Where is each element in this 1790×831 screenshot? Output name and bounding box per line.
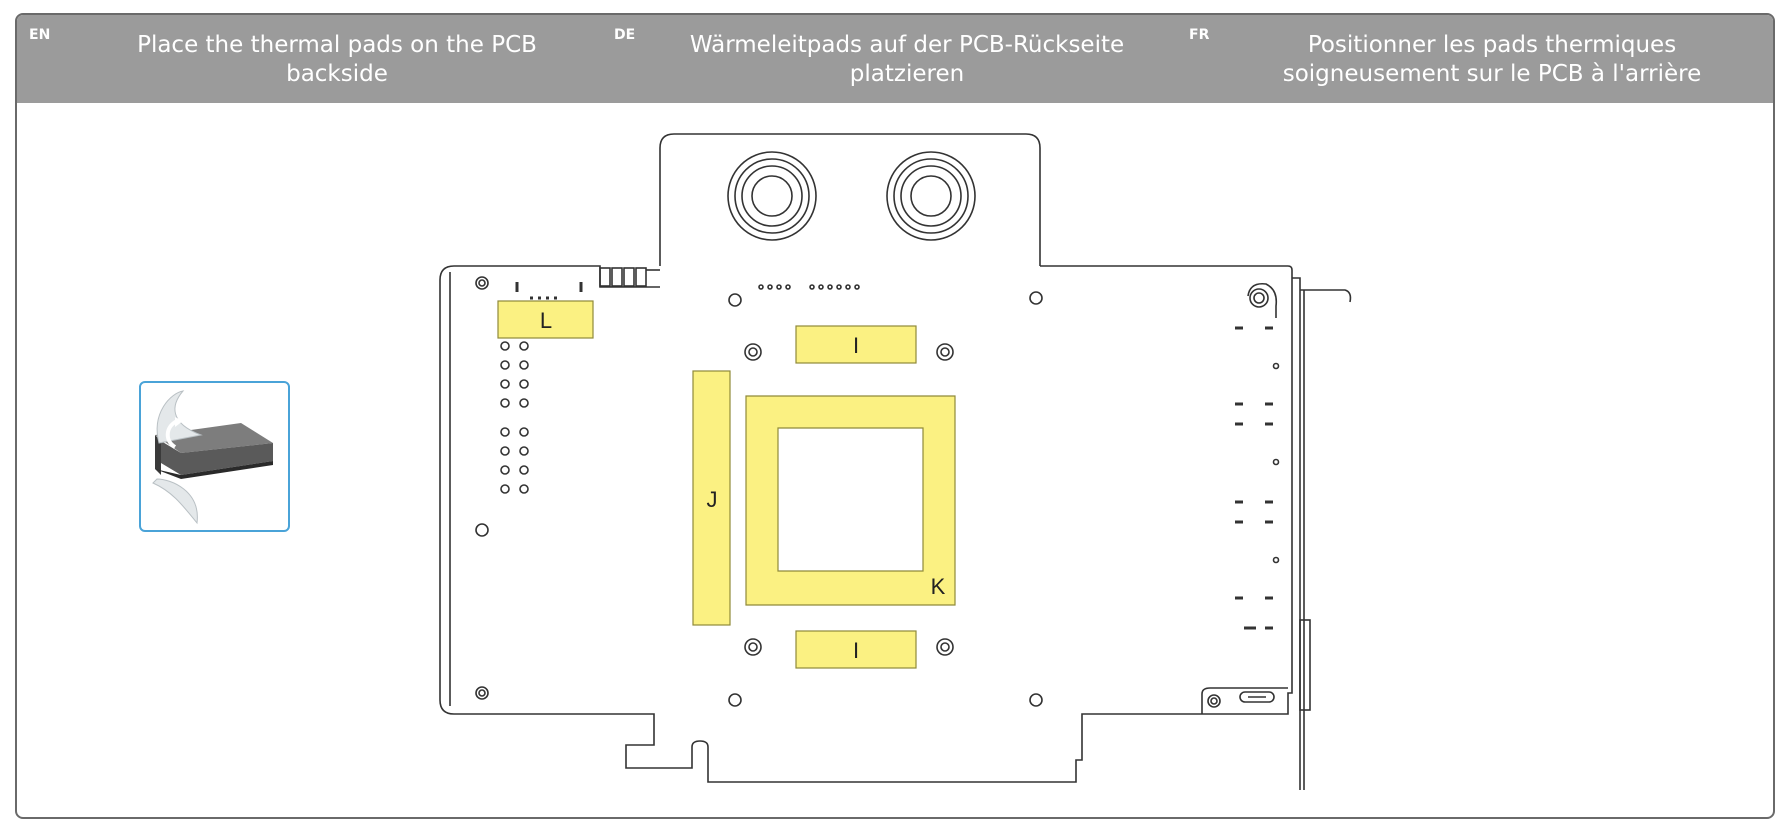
terminal-block <box>659 133 1041 266</box>
header-col-en: EN Place the thermal pads on the PCB bac… <box>17 15 602 103</box>
pad-I-bottom <box>795 630 917 669</box>
thermal-pad-peel-icon <box>139 381 290 532</box>
header-title-de: Wärmeleitpads auf der PCB-Rückseite plat… <box>642 31 1172 89</box>
lang-code-fr: FR <box>1189 27 1210 43</box>
pad-K <box>745 395 956 606</box>
header-col-fr: FR Positionner les pads thermiques soign… <box>1177 15 1773 103</box>
header-col-de: DE Wärmeleitpads auf der PCB-Rückseite p… <box>602 15 1177 103</box>
header-title-en: Place the thermal pads on the PCB backsi… <box>77 31 597 89</box>
header-title-en-line1: Place the thermal pads on the PCB <box>137 32 537 58</box>
pad-L <box>497 300 594 339</box>
lang-code-en: EN <box>29 27 51 43</box>
lang-code-de: DE <box>614 27 636 43</box>
thermal-pad-illustration <box>152 390 273 525</box>
pad-label-I-top: I <box>853 333 859 358</box>
thermal-pads <box>497 300 956 669</box>
pad-I-top <box>795 325 917 364</box>
header-title-de-line1: Wärmeleitpads auf der PCB-Rückseite <box>689 32 1125 58</box>
header-title-en-line2: backside <box>286 61 388 87</box>
header-title-fr-line2: soigneusement sur le PCB à l'arrière <box>1282 61 1702 87</box>
pad-labels: L I J K I <box>540 308 946 663</box>
instruction-panel: EN Place the thermal pads on the PCB bac… <box>15 13 1775 819</box>
pad-label-L: L <box>540 308 552 333</box>
header-title-de-line2: platzieren <box>849 61 965 87</box>
pad-label-K: K <box>931 574 946 599</box>
header-bar: EN Place the thermal pads on the PCB bac… <box>17 15 1773 103</box>
pad-label-I-bottom: I <box>853 638 859 663</box>
pad-label-J: J <box>707 487 718 512</box>
header-title-fr: Positionner les pads thermiques soigneus… <box>1217 31 1767 89</box>
pad-J <box>692 370 731 626</box>
header-title-fr-line1: Positionner les pads thermiques <box>1307 32 1677 58</box>
